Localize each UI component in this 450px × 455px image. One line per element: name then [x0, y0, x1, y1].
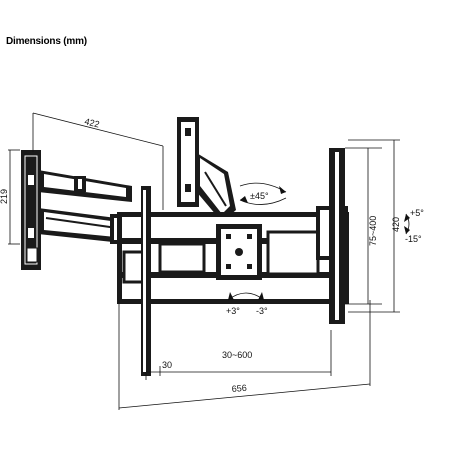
diagram-title: Dimensions (mm)	[6, 36, 87, 47]
wall-plate-height-label: 219	[0, 189, 9, 204]
rear-bracket	[177, 117, 236, 222]
plate-offset-label: 30	[162, 360, 172, 370]
tilt-down-label: -15°	[405, 234, 422, 244]
overall-height-label: 420	[391, 217, 401, 232]
vesa-vertical-label: 75~400	[368, 216, 378, 246]
rotation-negative-label: -3°	[256, 306, 268, 316]
arm-length-label: 422	[84, 116, 101, 129]
swivel-label: ±45°	[250, 191, 269, 201]
tv-frame	[117, 206, 349, 304]
tilt-up-label: +5°	[410, 208, 424, 218]
rotation-positive-label: +3°	[226, 306, 240, 316]
upper-arm	[38, 170, 132, 202]
right-vertical-bracket	[329, 148, 345, 324]
plate-span-label: 30~600	[222, 350, 252, 360]
left-vertical-bracket	[141, 186, 151, 376]
wall-plate	[21, 150, 41, 270]
overall-width-label: 656	[231, 383, 247, 394]
